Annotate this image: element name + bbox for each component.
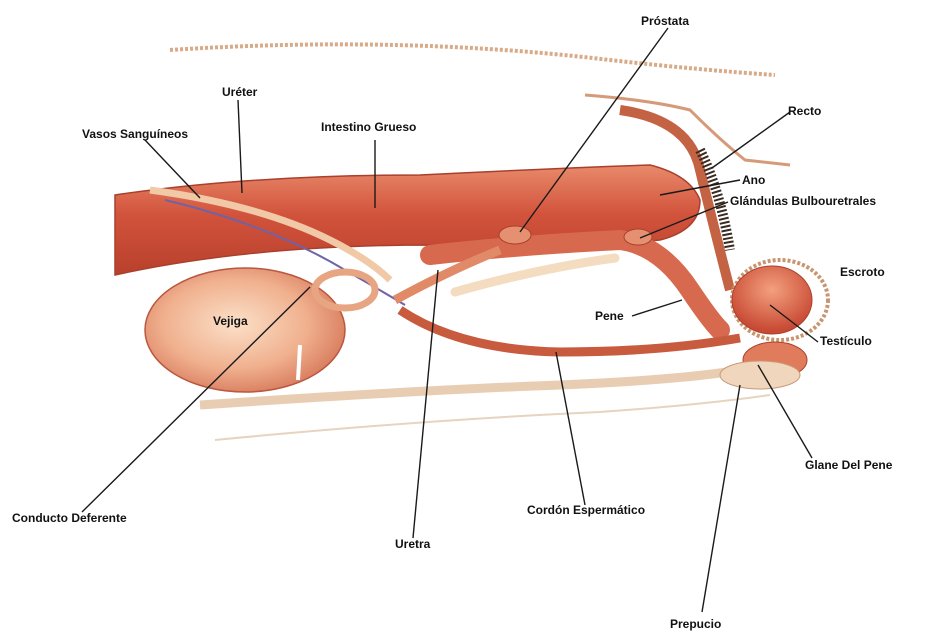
deferent-loop bbox=[315, 272, 375, 308]
bulbourethral-shape bbox=[624, 229, 652, 245]
testicle-shape bbox=[732, 266, 812, 334]
skin-outline bbox=[585, 95, 790, 165]
label-ano: Ano bbox=[742, 173, 765, 187]
label-conducto-deferente: Conducto Deferente bbox=[12, 511, 127, 525]
dorsal-skin-line bbox=[170, 44, 775, 75]
label-pene: Pene bbox=[595, 309, 624, 323]
label-cordon-espermatico: Cordón Espermático bbox=[527, 503, 645, 517]
label-glandulas-bulbouretrales: Glándulas Bulbouretrales bbox=[730, 194, 876, 208]
label-vasos-sanguineos: Vasos Sanguíneos bbox=[82, 127, 188, 141]
label-vejiga: Vejiga bbox=[213, 314, 248, 328]
prostate-shape bbox=[499, 226, 531, 244]
label-glande-del-pene: Glane Del Pene bbox=[805, 458, 892, 472]
label-uretra: Uretra bbox=[395, 537, 430, 551]
label-prepucio: Prepucio bbox=[670, 617, 721, 631]
label-escroto: Escroto bbox=[840, 265, 885, 279]
prepuce-shape bbox=[720, 361, 800, 389]
label-ureter: Uréter bbox=[222, 85, 257, 99]
label-recto: Recto bbox=[788, 104, 821, 118]
label-intestino-grueso: Intestino Grueso bbox=[321, 120, 416, 134]
spermatic-cord bbox=[400, 310, 740, 352]
label-testiculo: Testículo bbox=[820, 334, 872, 348]
label-prostata: Próstata bbox=[641, 14, 689, 28]
